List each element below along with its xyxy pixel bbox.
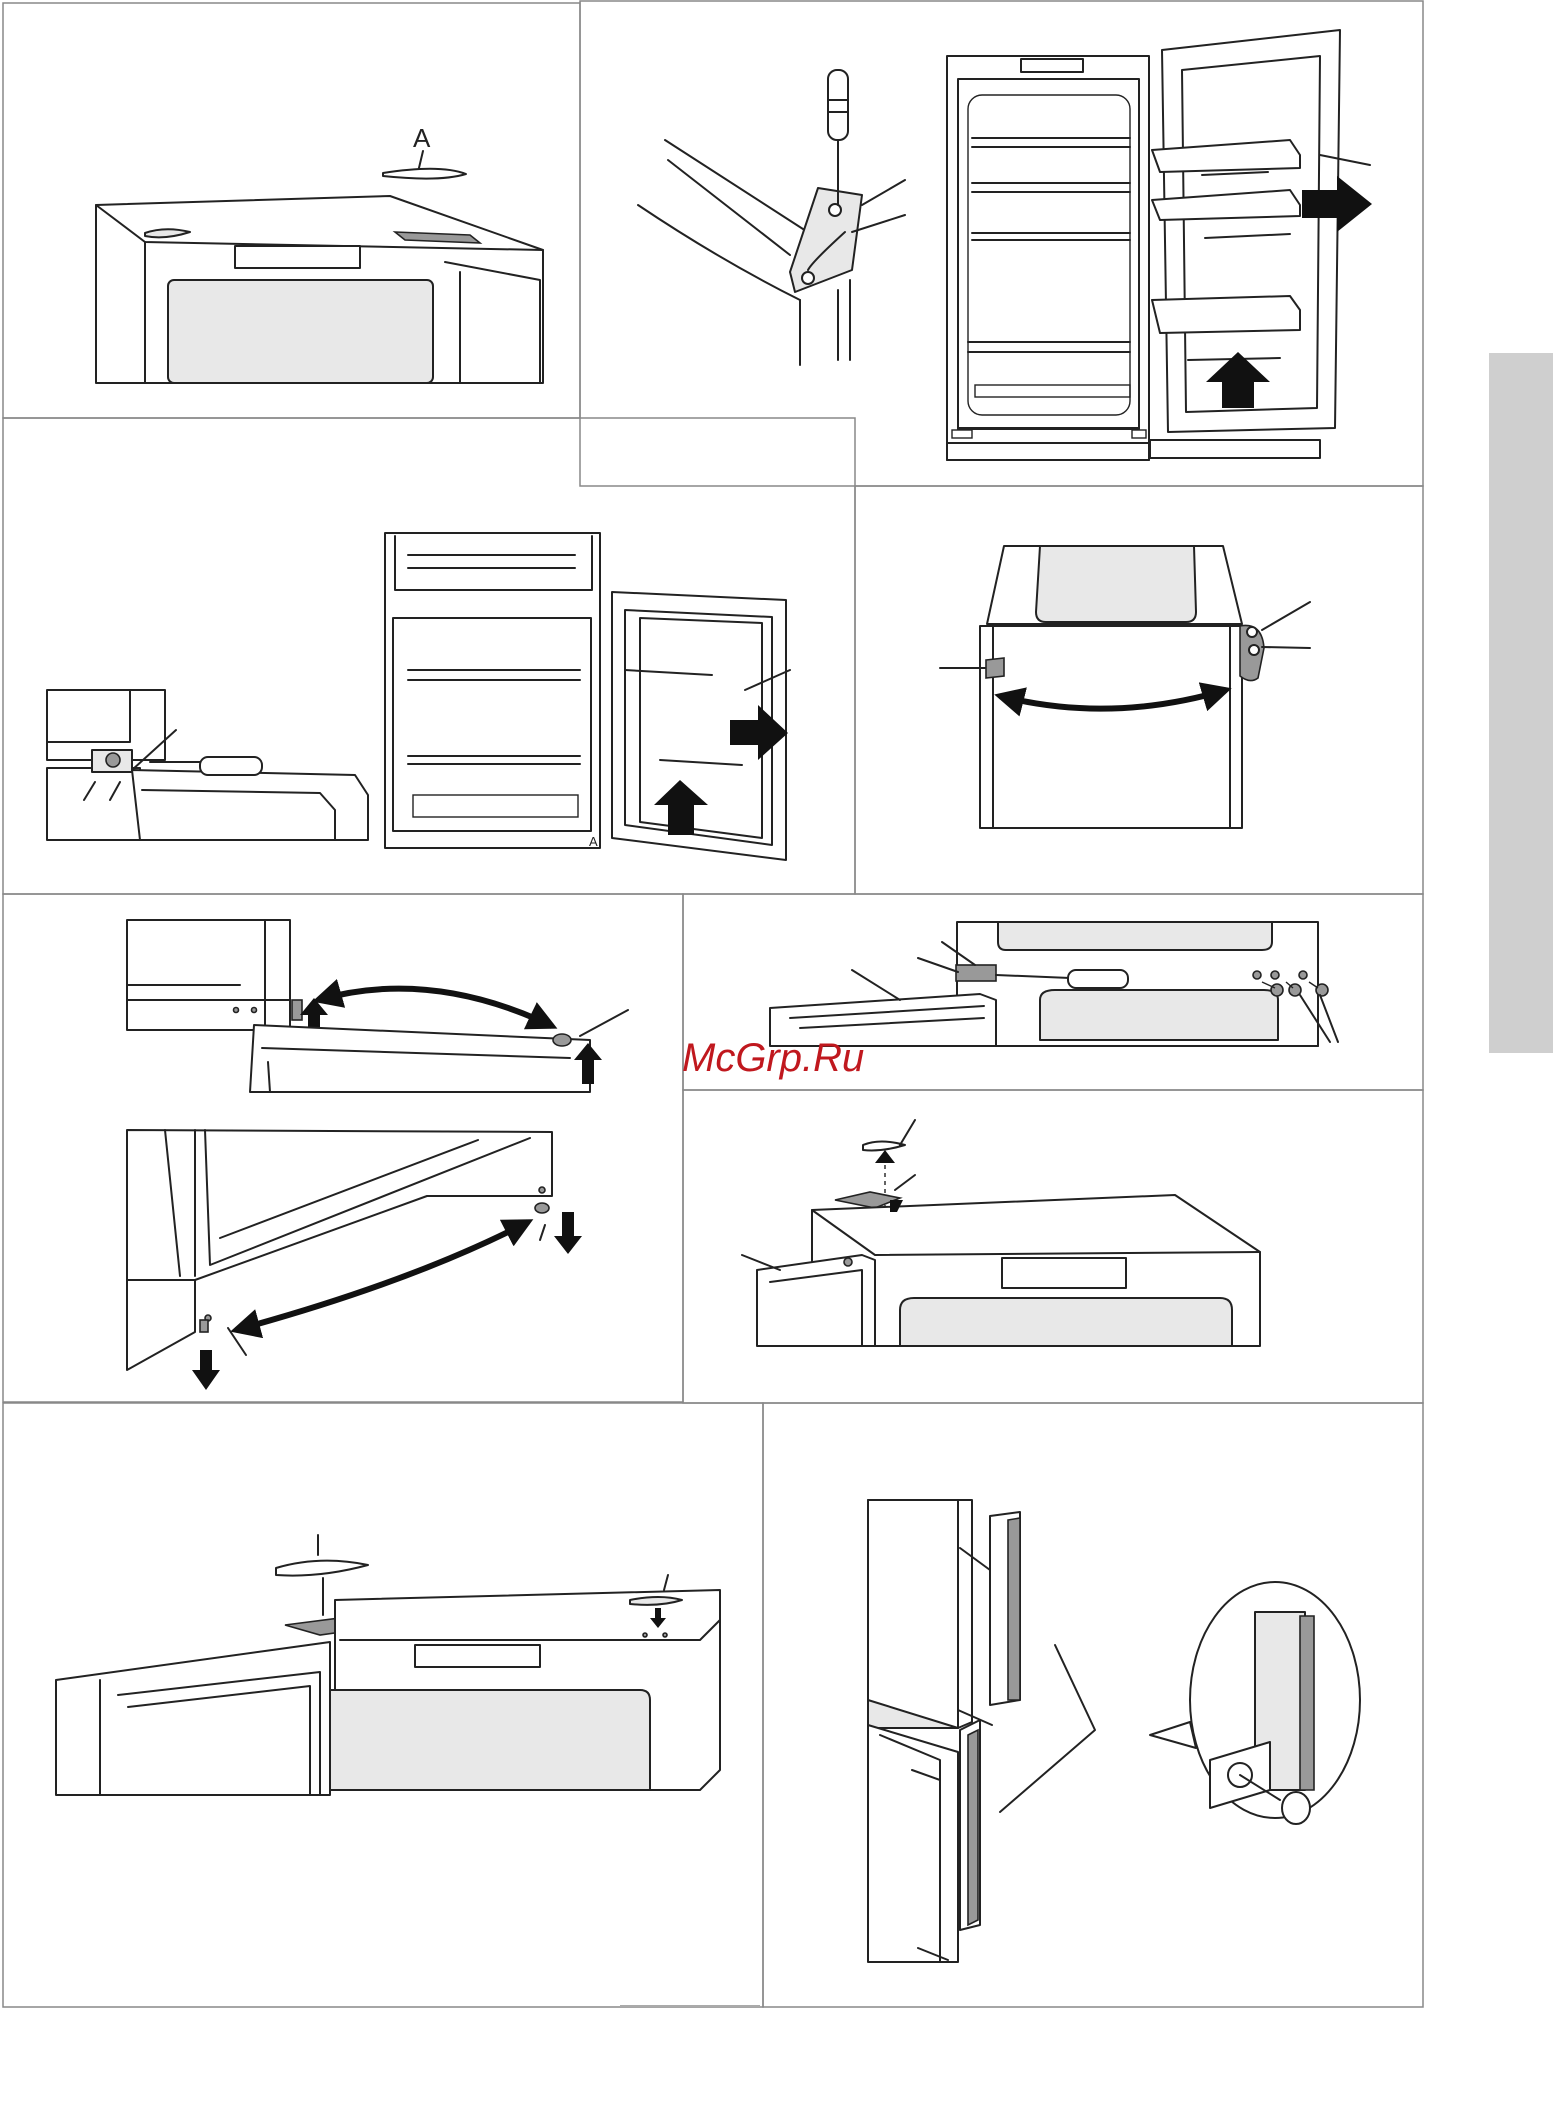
panel-8-final-top [3,1403,763,2007]
panel-4-hinge-swap [855,486,1423,894]
label-a: A [413,123,431,153]
footer-rule [620,2005,760,2007]
panel-1-hinge-cover: A [3,3,580,418]
watermark: McGrp.Ru [682,1036,864,1080]
panel-6-lower-hinge: McGrp.Ru [682,894,1423,1090]
panel-7-refit-cover [683,1090,1423,1403]
small-a-label: A [589,834,598,849]
panel-2-remove-hinge [580,1,1423,486]
side-tab [1489,353,1553,1053]
panel-5-door-pins [3,894,683,1402]
panel-3-reverse-door: A [3,418,855,894]
panel-9-handles [763,1403,1423,2007]
